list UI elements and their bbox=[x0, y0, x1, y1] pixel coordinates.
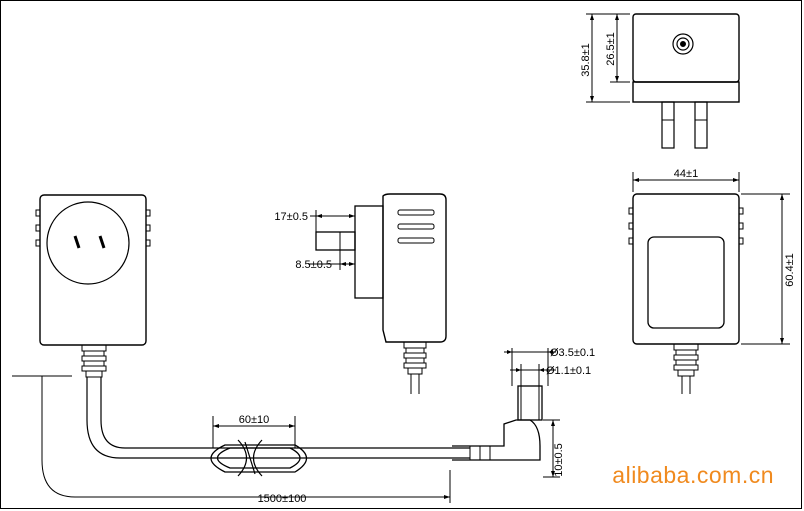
dim-coil-length: 60±10 bbox=[239, 414, 270, 426]
back-view bbox=[628, 172, 790, 394]
dim-pin-offset: 8.5±0.5 bbox=[295, 259, 332, 271]
dim-cable-length: 1500±100 bbox=[258, 493, 307, 505]
side-view bbox=[308, 193, 447, 394]
dim-top-total-height: 35.8±1 bbox=[580, 43, 592, 77]
cable-coil bbox=[210, 439, 308, 477]
dim-dc-inner-diameter: Ø1.1±0.1 bbox=[546, 365, 591, 377]
dim-width: 44±1 bbox=[674, 168, 698, 180]
dim-dc-length: 10±0.5 bbox=[553, 443, 565, 477]
cable-dimension bbox=[12, 375, 451, 503]
top-view bbox=[586, 13, 740, 149]
front-view bbox=[35, 194, 470, 459]
dim-pin-length: 17±0.5 bbox=[274, 211, 308, 223]
dim-top-body-height: 26.5±1 bbox=[605, 32, 617, 66]
dc-plug bbox=[452, 348, 560, 478]
dim-height: 60.4±1 bbox=[784, 253, 796, 287]
dim-dc-outer-diameter: Ø3.5±0.1 bbox=[550, 347, 595, 359]
watermark: alibaba.com.cn bbox=[612, 462, 774, 488]
coil-dimension bbox=[212, 416, 296, 448]
